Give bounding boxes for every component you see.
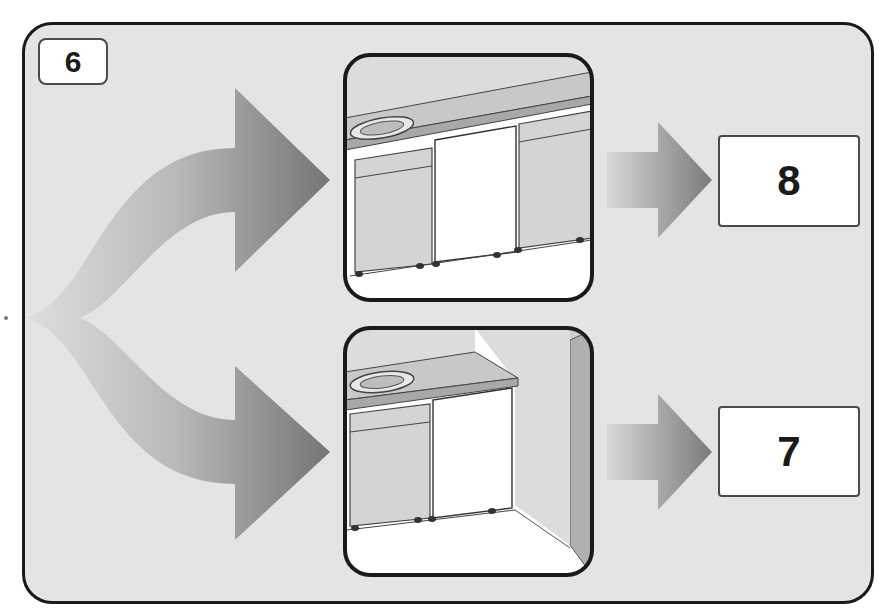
- scene-frame: [345, 328, 592, 575]
- small-arrow: [607, 122, 712, 238]
- step-number: 6: [38, 38, 108, 85]
- step-label: 7: [777, 431, 800, 473]
- scene-frame: [345, 55, 592, 300]
- next-step-box: 8: [718, 135, 860, 227]
- step-label: 6: [65, 47, 82, 77]
- step-label: 8: [777, 160, 800, 202]
- end-of-run-scene: [347, 330, 590, 573]
- small-arrow: [607, 394, 712, 510]
- next-step-box: 7: [718, 406, 860, 497]
- branch-arrow: [25, 88, 330, 540]
- built-in-scene: [347, 57, 590, 298]
- dot: [4, 316, 8, 320]
